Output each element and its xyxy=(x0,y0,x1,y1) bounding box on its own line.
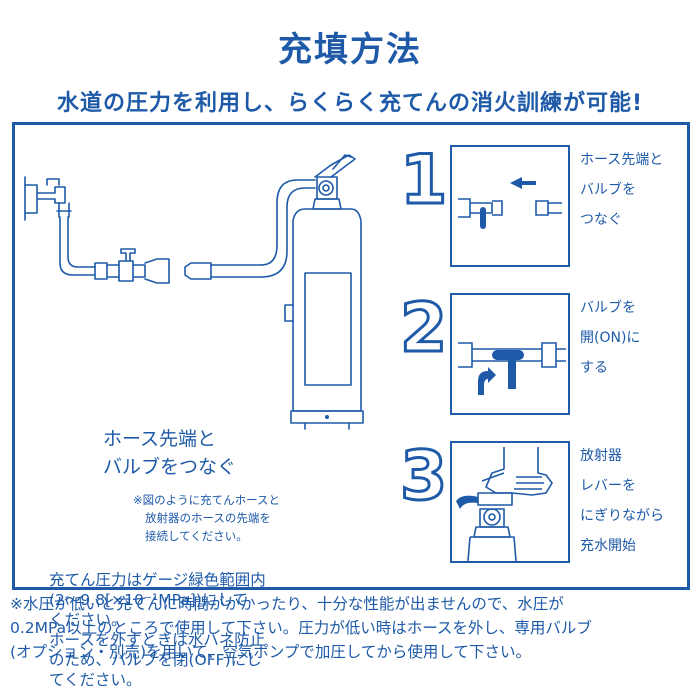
connect-hose-icon xyxy=(458,177,562,229)
step-line: 充水開始 xyxy=(580,538,636,554)
step-line: する xyxy=(580,360,608,376)
step-number: 3 xyxy=(398,437,448,516)
valve-icon xyxy=(94,260,146,282)
pressure-line: てください。 xyxy=(49,671,142,689)
step-1-illustration xyxy=(450,145,570,267)
note-line: ※図のように充てんホースと xyxy=(133,493,281,507)
step-2: 2 バルブを 開(ON)に する xyxy=(398,289,690,415)
pressure-line: のため、バルブを閉(OFF)にし xyxy=(49,651,262,669)
footer-note: ※水圧が低いと充てんに時間がかかったり、十分な性能が出ませんので、水圧が 0.2… xyxy=(10,592,690,664)
step-number: 1 xyxy=(398,141,448,220)
note-line: 接続してください。 xyxy=(145,529,248,543)
pressure-line: (2〜9.8[×10⁻¹MPa])にして xyxy=(49,591,248,609)
footer-line: 0.2MPa以上のところで使用して下さい。圧力が低い時はホースを外し、専用バルブ xyxy=(10,619,592,637)
pressure-line: ホースを外すときは水ハネ防止 xyxy=(49,631,266,649)
page-subtitle: 水道の圧力を利用し、らくらく充てんの消火訓練が可能! xyxy=(56,91,644,116)
extinguisher-lever-icon xyxy=(314,154,356,178)
step-line: バルブを xyxy=(580,182,636,198)
step-line: レバーを xyxy=(580,478,636,494)
instruction-panel: ホース先端と バルブをつなぐ ※図のように充てんホースと 放射器のホースの先端を… xyxy=(12,122,690,689)
step-text: ホース先端と バルブを つなぐ xyxy=(580,145,680,235)
page-title: 充填方法 xyxy=(278,30,422,70)
pressure-note: 充てん圧力はゲージ緑色範囲内 (2〜9.8[×10⁻¹MPa])にして ください… xyxy=(49,570,349,690)
step-line: 開(ON)に xyxy=(580,330,641,346)
hose-note: ※図のように充てんホースと 放射器のホースの先端を 接続してください。 xyxy=(133,491,303,545)
caption-line: ホース先端と xyxy=(103,428,217,450)
step-line: にぎりながら xyxy=(580,508,664,524)
caption-line: バルブをつなぐ xyxy=(103,456,237,478)
step-line: バルブを xyxy=(580,300,636,316)
step-line: つなぐ xyxy=(580,212,622,228)
step-3: 3 放射器 レバーを にぎりながら 充水開始 xyxy=(398,437,690,563)
open-valve-icon xyxy=(458,342,566,395)
squeeze-lever-icon xyxy=(456,447,553,562)
step-line: ホース先端と xyxy=(580,152,664,168)
pressure-line: 充てん圧力はゲージ緑色範囲内 xyxy=(49,571,266,589)
step-3-illustration xyxy=(450,441,570,563)
faucet-icon xyxy=(24,176,66,221)
step-1: 1 ホース先端と バルブを つなぐ xyxy=(398,141,690,267)
step-2-illustration xyxy=(450,293,570,415)
step-text: バルブを 開(ON)に する xyxy=(580,293,680,383)
filling-diagram xyxy=(24,154,364,430)
footer-line: (オプション・別売)を用いて、空気ポンプで加圧してから使用して下さい。 xyxy=(10,643,531,661)
note-line: 放射器のホースの先端を xyxy=(145,511,271,525)
step-number: 2 xyxy=(398,289,448,368)
step-line: 放射器 xyxy=(580,448,622,464)
pressure-line: ください。 xyxy=(49,611,127,629)
footer-line: ※水圧が低いと充てんに時間がかかったり、十分な性能が出ませんので、水圧が xyxy=(10,595,564,613)
hose-caption: ホース先端と バルブをつなぐ xyxy=(103,425,236,481)
step-text: 放射器 レバーを にぎりながら 充水開始 xyxy=(580,441,680,561)
